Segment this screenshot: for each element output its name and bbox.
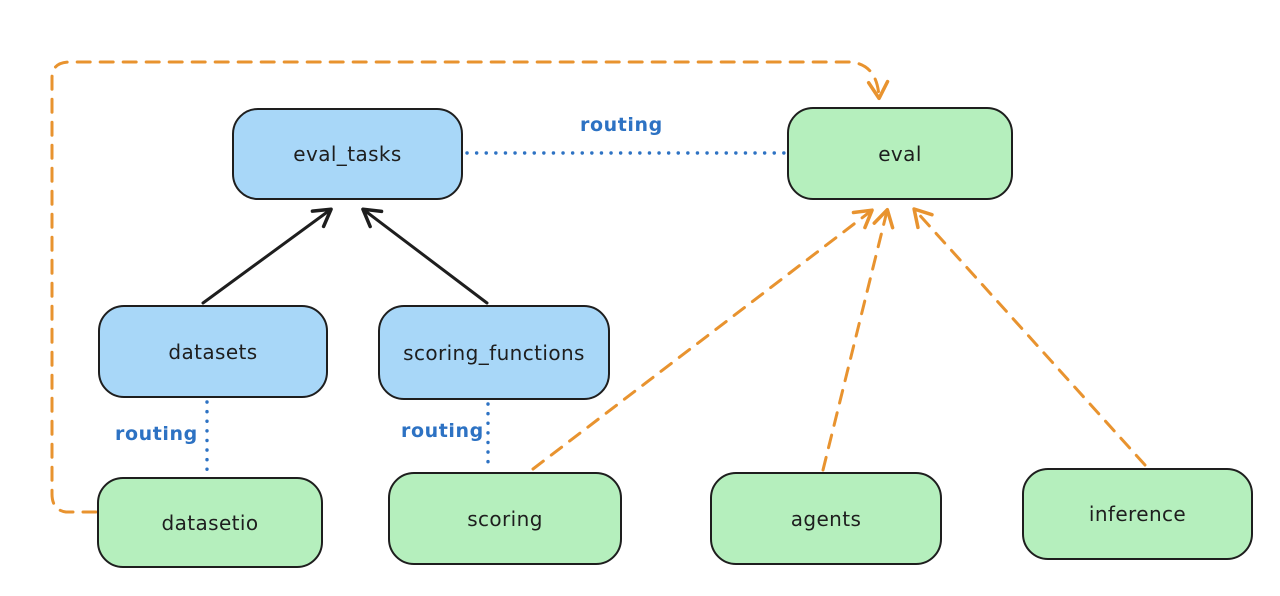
node-datasetio-label: datasetio (161, 510, 259, 535)
node-inference-label: inference (1088, 502, 1187, 526)
node-agents-label: agents (790, 506, 862, 531)
node-eval_tasks-label: eval_tasks (293, 142, 402, 166)
node-inference: inference (1022, 468, 1253, 560)
node-eval-label: eval (878, 141, 922, 166)
edge-label-routing-datasets-datasetio: routing (115, 423, 198, 445)
edge-label-routing-scoring_functions-scoring: routing (401, 420, 484, 442)
node-eval: eval (787, 107, 1013, 200)
node-datasets: datasets (98, 305, 328, 398)
node-agents: agents (710, 472, 942, 565)
node-scoring: scoring (388, 472, 622, 565)
edge-inference-to-eval (912, 207, 1147, 467)
edge-scoring_functions-to-eval_tasks (361, 207, 489, 305)
node-scoring-label: scoring (467, 506, 543, 531)
node-eval_tasks: eval_tasks (232, 108, 463, 200)
edge-agents-to-eval (821, 207, 895, 472)
node-scoring_functions: scoring_functions (378, 305, 610, 400)
edge-label-routing-eval_tasks-eval: routing (580, 114, 663, 136)
node-scoring_functions-label: scoring_functions (403, 340, 585, 365)
node-datasetio: datasetio (97, 477, 323, 568)
edge-datasets-to-eval_tasks (201, 207, 333, 305)
edge-scoring-to-eval (531, 208, 874, 471)
edge-datasetio-to-eval (50, 60, 890, 514)
node-datasets-label: datasets (168, 339, 258, 364)
